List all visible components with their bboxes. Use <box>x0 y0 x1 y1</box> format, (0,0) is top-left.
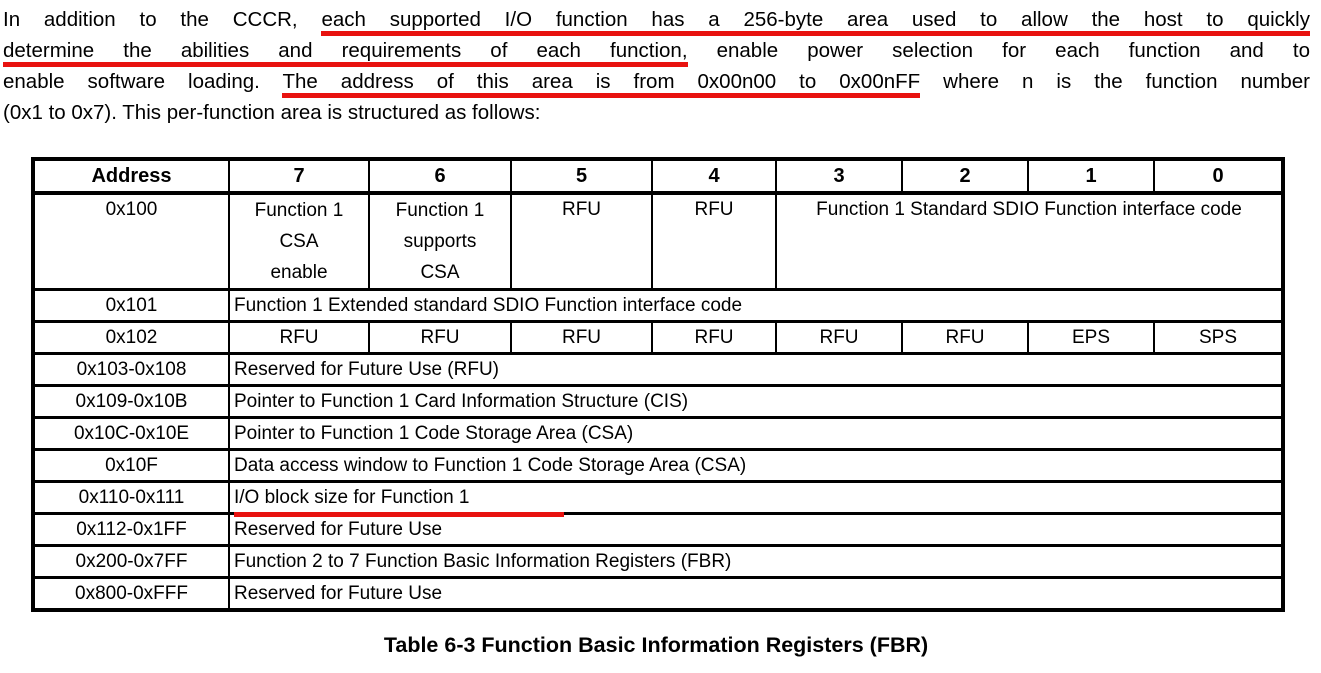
address-cell: 0x200-0x7FF <box>32 544 230 579</box>
col-header-bit6: 6 <box>368 157 512 195</box>
red-underlined-text: determine the abilities and requirements… <box>3 39 688 67</box>
paragraph-line-3: enable software loading. The address of … <box>3 66 1310 98</box>
table-header-row: Address 7 6 5 4 3 2 1 0 <box>32 157 1284 195</box>
bit-cell-line: Function 1 <box>254 200 344 221</box>
bit6-cell: Function 1 supports CSA <box>368 191 512 291</box>
description-cell: I/O block size for Function 1 <box>228 480 1284 517</box>
col-header-bit1: 1 <box>1027 157 1155 195</box>
paragraph-text: In addition to the CCCR, <box>3 8 322 31</box>
col-header-bit7: 7 <box>228 157 370 195</box>
bit5-cell: RFU <box>510 191 653 291</box>
paragraph-line-4: (0x1 to 0x7). This per-function area is … <box>3 101 541 124</box>
address-cell: 0x800-0xFFF <box>32 576 230 612</box>
col-header-bit2: 2 <box>901 157 1029 195</box>
red-underlined-text: The address of this area is from 0x00n00… <box>282 70 921 98</box>
col-header-bit4: 4 <box>651 157 777 195</box>
address-cell: 0x112-0x1FF <box>32 512 230 547</box>
bit6-cell: RFU <box>368 320 512 355</box>
paragraph-line-2: determine the abilities and requirements… <box>3 35 1310 67</box>
paragraph-text: enable software loading. <box>3 70 283 93</box>
table-row-0x110-0x111: 0x110-0x111 I/O block size for Function … <box>32 480 1284 517</box>
fbr-register-table: Address 7 6 5 4 3 2 1 0 0x100 Function 1… <box>31 157 1285 612</box>
bits3-0-cell: Function 1 Standard SDIO Function interf… <box>775 191 1284 291</box>
table-row-0x10C-0x10E: 0x10C-0x10E Pointer to Function 1 Code S… <box>32 416 1284 451</box>
description-cell: Function 1 Extended standard SDIO Functi… <box>228 288 1284 323</box>
table-row-0x800-0xFFF: 0x800-0xFFF Reserved for Future Use <box>32 576 1284 612</box>
table-caption: Table 6-3 Function Basic Information Reg… <box>383 633 929 657</box>
bit7-cell: Function 1 CSA enable <box>228 191 370 291</box>
description-cell: Data access window to Function 1 Code St… <box>228 448 1284 483</box>
bit3-cell: RFU <box>775 320 903 355</box>
address-cell: 0x109-0x10B <box>32 384 230 419</box>
bit7-cell: RFU <box>228 320 370 355</box>
bit0-cell: SPS <box>1153 320 1284 355</box>
bit4-cell: RFU <box>651 320 777 355</box>
description-cell: Reserved for Future Use <box>228 512 1284 547</box>
col-header-bit0: 0 <box>1153 157 1284 195</box>
table-row-0x10F: 0x10F Data access window to Function 1 C… <box>32 448 1284 483</box>
description-cell: Reserved for Future Use (RFU) <box>228 352 1284 387</box>
address-cell: 0x10F <box>32 448 230 483</box>
table-row-0x102: 0x102 RFU RFU RFU RFU RFU RFU EPS SPS <box>32 320 1284 355</box>
col-header-address: Address <box>32 157 230 195</box>
bit-cell-line: CSA <box>420 262 460 283</box>
bit-cell-line: supports <box>403 231 477 252</box>
description-cell: Pointer to Function 1 Code Storage Area … <box>228 416 1284 451</box>
bit2-cell: RFU <box>901 320 1029 355</box>
address-cell: 0x100 <box>32 191 230 291</box>
description-cell: Reserved for Future Use <box>228 576 1284 612</box>
table-row-0x100: 0x100 Function 1 CSA enable Function 1 s… <box>32 191 1284 291</box>
bit1-cell: EPS <box>1027 320 1155 355</box>
red-underlined-text: each supported I/O function has a 256-by… <box>321 8 1310 36</box>
description-cell: Function 2 to 7 Function Basic Informati… <box>228 544 1284 579</box>
table-row-0x103-0x108: 0x103-0x108 Reserved for Future Use (RFU… <box>32 352 1284 387</box>
table-row-0x101: 0x101 Function 1 Extended standard SDIO … <box>32 288 1284 323</box>
address-cell: 0x101 <box>32 288 230 323</box>
table-row-0x112-0x1FF: 0x112-0x1FF Reserved for Future Use <box>32 512 1284 547</box>
bit-cell-line: Function 1 <box>395 200 485 221</box>
address-cell: 0x10C-0x10E <box>32 416 230 451</box>
bit-cell-line: CSA <box>279 231 319 252</box>
bit-cell-line: enable <box>270 262 328 283</box>
table-row-0x109-0x10B: 0x109-0x10B Pointer to Function 1 Card I… <box>32 384 1284 419</box>
description-cell: Pointer to Function 1 Card Information S… <box>228 384 1284 419</box>
col-header-bit5: 5 <box>510 157 653 195</box>
red-underline-annotation <box>234 512 564 517</box>
table-row-0x200-0x7FF: 0x200-0x7FF Function 2 to 7 Function Bas… <box>32 544 1284 579</box>
intro-paragraph: In addition to the CCCR, each supported … <box>0 0 1310 128</box>
description-text: I/O block size for Function 1 <box>234 487 470 508</box>
bit4-cell: RFU <box>651 191 777 291</box>
paragraph-line-1: In addition to the CCCR, each supported … <box>3 4 1310 36</box>
address-cell: 0x102 <box>32 320 230 355</box>
address-cell: 0x103-0x108 <box>32 352 230 387</box>
paragraph-text: enable power selection for each function… <box>687 39 1310 62</box>
paragraph-text: where n is the function number <box>920 70 1310 93</box>
bit5-cell: RFU <box>510 320 653 355</box>
col-header-bit3: 3 <box>775 157 903 195</box>
address-cell: 0x110-0x111 <box>32 480 230 515</box>
